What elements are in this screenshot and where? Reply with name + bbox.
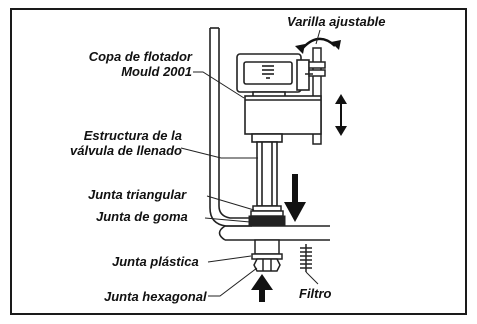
up-arrow [251, 274, 273, 302]
hex-nut [253, 258, 281, 272]
rubber-gasket [248, 215, 286, 227]
filter-coil [300, 244, 312, 272]
label-estructura-line1: Estructura de la [83, 128, 182, 143]
label-junta-hexagonal: Junta hexagonal [104, 289, 207, 304]
label-copa-line2: Mould 2001 [121, 64, 192, 79]
label-filtro: Filtro [299, 286, 332, 301]
label-junta-triangular: Junta triangular [88, 187, 187, 202]
down-arrow [284, 174, 306, 222]
label-varilla-ajustable: Varilla ajustable [287, 14, 386, 29]
label-estructura-valvula: Estructura de la válvula de llenado [54, 128, 182, 158]
rotate-arrowhead-left [295, 44, 305, 54]
rotate-arrowhead-right [331, 40, 341, 50]
valve-head [236, 53, 310, 101]
label-estructura-line2: válvula de llenado [70, 143, 182, 158]
label-copa-line1: Copa de flotador [88, 49, 192, 64]
label-junta-plastica: Junta plástica [112, 254, 199, 269]
shank [254, 239, 280, 255]
valve-stem [256, 141, 278, 207]
label-junta-goma: Junta de goma [96, 209, 188, 224]
height-adjust-arrow [335, 94, 347, 136]
leader-lines [180, 29, 321, 297]
triangular-gasket [250, 205, 284, 217]
label-copa-flotador: Copa de flotador Mould 2001 [70, 49, 192, 79]
